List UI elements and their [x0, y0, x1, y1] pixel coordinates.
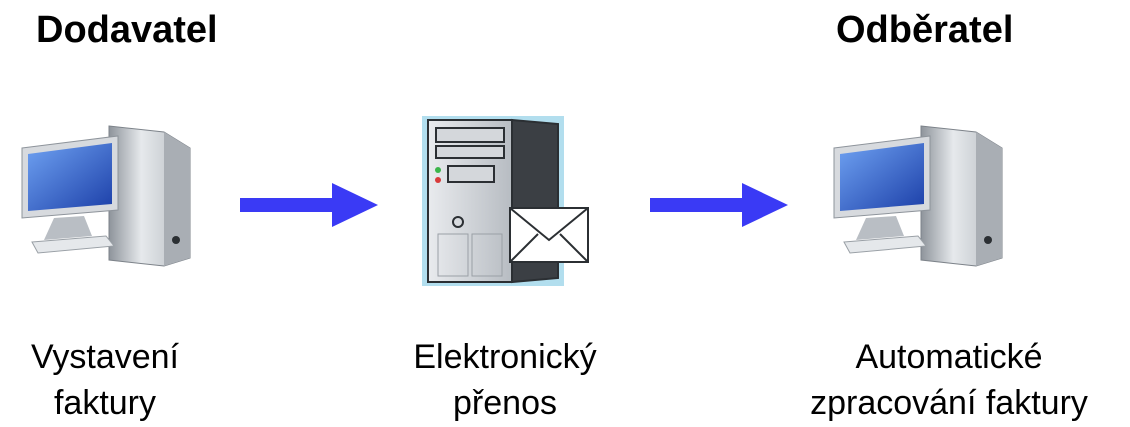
caption-line: Elektronický	[413, 338, 597, 376]
customer-heading: Odběratel	[836, 9, 1014, 51]
server-with-mail-icon	[422, 116, 589, 286]
caption-line: přenos	[453, 384, 557, 422]
arrow-to-server	[240, 183, 380, 232]
transfer-server	[414, 110, 594, 297]
caption-line: zpracování faktury	[810, 384, 1088, 422]
arrow-to-customer	[650, 183, 790, 232]
caption-line: Vystavení	[30, 338, 180, 376]
desktop-computer-icon	[21, 125, 191, 267]
caption-line: Automatické	[855, 338, 1043, 376]
customer-caption: Automatické zpracování faktury	[770, 334, 1128, 426]
caption-line: faktury	[53, 384, 157, 422]
customer-computer	[826, 118, 1016, 273]
supplier-caption: Vystavení faktury	[0, 334, 210, 426]
supplier-computer	[14, 118, 204, 273]
desktop-computer-icon	[833, 125, 1003, 267]
envelope-icon	[509, 207, 589, 263]
supplier-heading: Dodavatel	[36, 9, 218, 51]
server-caption: Elektronický přenos	[370, 334, 640, 426]
